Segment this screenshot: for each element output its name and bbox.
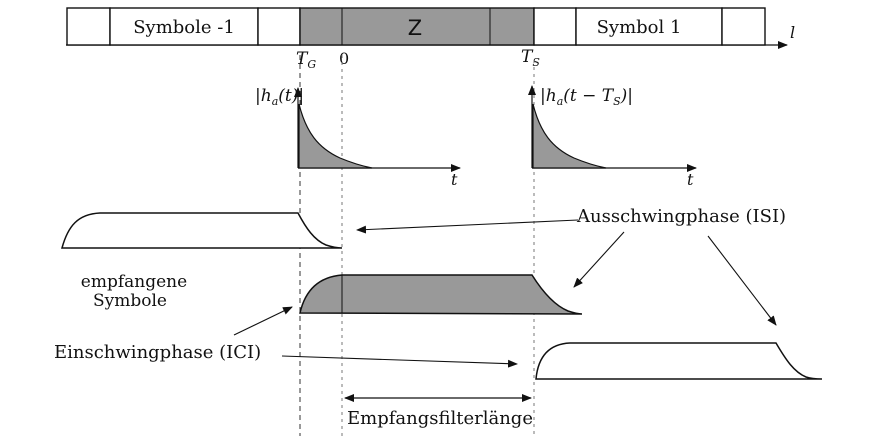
tick-tg-label: TG [296,49,316,71]
ausschwing-arrow-middle [573,231,625,288]
ausschwing-label: Ausschwingphase (ISI) [576,206,786,227]
timeline-axis-label: l [790,23,795,42]
ausschwing-arrow-right [707,235,777,326]
block-z [299,7,535,46]
block-next-label: Symbol 1 [597,17,682,38]
block-prev-suffix [257,7,301,46]
tick-ts-label: TS [521,47,540,69]
annotations: Ausschwingphase (ISI) empfangene Symbole… [54,206,786,429]
impulse-response-right: |ha(t − TS)| t [528,85,697,189]
empfangene-label-line1: empfangene [81,272,187,292]
einschwing-arrow-right [281,355,518,368]
impulse-left-decay [298,103,373,169]
timeline: Symbole -1 Z Symbol 1 l TG 0 TS [66,7,795,71]
ausschwing-arrow-left [356,219,579,234]
block-next-prefix [533,7,577,46]
einschwing-arrow-up [233,306,293,336]
received-symbols [61,212,823,380]
received-symbol-prev [61,212,343,249]
einschwing-label: Einschwingphase (ICI) [54,342,261,363]
impulse-right-decay [532,103,607,169]
impulse-left-axis-label: t [451,170,458,189]
impulse-left-label: |ha(t)| [255,86,304,108]
block-z-label: Z [408,16,422,40]
guide-lines [299,55,535,436]
impulse-right-label: |ha(t − TS)| [540,86,633,108]
block-next [575,7,723,46]
tick-zero-label: 0 [339,49,349,68]
empfangene-label-line2: Symbole [93,291,167,311]
block-prev-label: Symbole -1 [133,17,235,38]
block-prev-prefix [66,7,111,46]
received-symbol-next [535,342,823,380]
filter-length-label: Empfangsfilterlänge [347,408,533,429]
impulse-response-left: |ha(t)| t [255,86,461,189]
received-symbol-z [299,274,583,315]
impulse-right-axis-label: t [687,170,694,189]
block-next-suffix [721,7,766,46]
